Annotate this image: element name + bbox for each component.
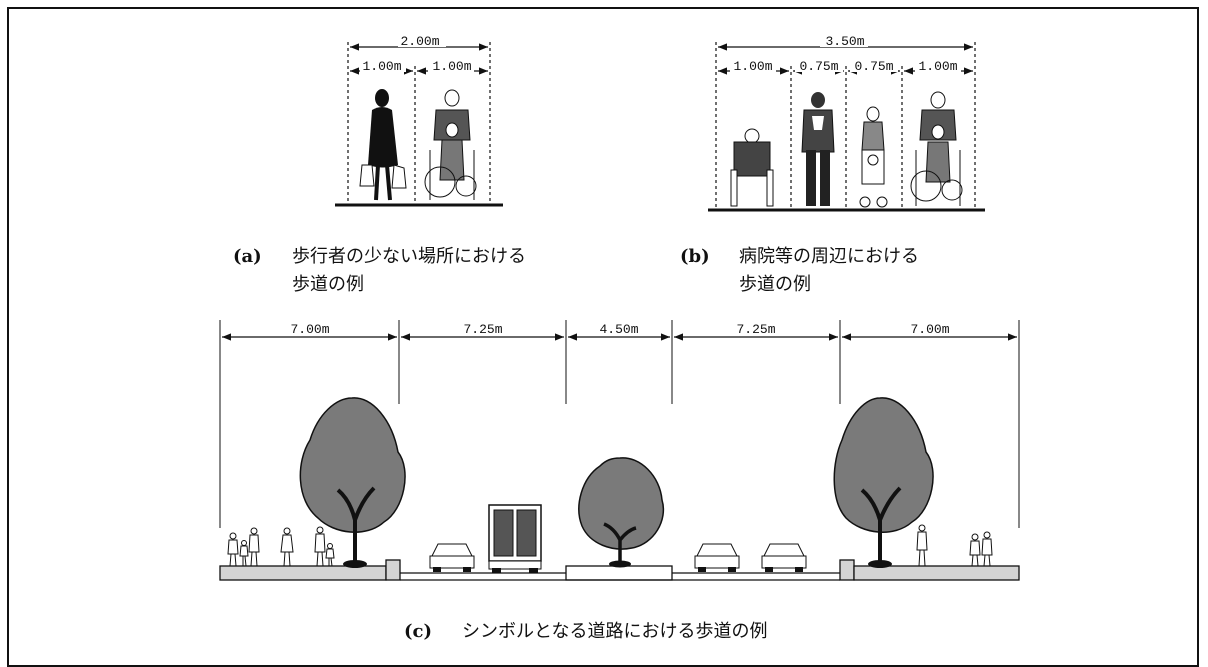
truck-icon: [488, 504, 542, 573]
wheelchair-with-attendant-figure-b: [910, 91, 963, 206]
left-sidewalk: [219, 565, 387, 581]
panel-a-caption-line2: 歩道の例: [292, 274, 364, 295]
panel-b-sub1-label: 1.00m: [733, 59, 772, 74]
panel-b-sub3-label: 0.75m: [854, 59, 893, 74]
panel-b-sub2-label: 0.75m: [799, 59, 838, 74]
panel-c-label: (c): [404, 621, 432, 642]
median-strip: [565, 565, 673, 581]
left-pedestrians-group: [227, 526, 335, 567]
right-sidewalk: [853, 565, 1020, 581]
right-car-icon-1: [694, 543, 740, 572]
right-car-icon-2: [761, 543, 807, 572]
pedestrian-with-bags-figure: [359, 89, 407, 201]
left-street-tree-icon: [299, 397, 406, 568]
panel-a-total-label: 2.00m: [400, 34, 439, 49]
panel-b-sub4-label: 1.00m: [918, 59, 957, 74]
panel-b-total-label: 3.50m: [825, 34, 864, 49]
panel-a-label: (a): [233, 246, 262, 267]
panel-c-caption: シンボルとなる道路における歩道の例: [462, 621, 767, 642]
panel-c-dim-label-4: 7.25m: [736, 322, 775, 337]
panel-c-dim-label-1: 7.00m: [290, 322, 329, 337]
stroller-with-parent-figure: [859, 106, 888, 208]
panel-b-caption-line1: 病院等の周辺における: [739, 246, 919, 267]
wheelchair-rear-view-figure: [730, 128, 774, 207]
right-street-tree-icon: [833, 397, 934, 568]
wheelchair-with-attendant-figure: [424, 89, 477, 200]
panel-c-dim-label-3: 4.50m: [599, 322, 638, 337]
right-curb-block: [839, 559, 855, 581]
panel-c-dim-label-2: 7.25m: [463, 322, 502, 337]
road-cross-section-diagram: 2.00m 1.00m 1.00m: [219, 33, 1020, 642]
panel-a-caption-line1: 歩行者の少ない場所における: [292, 246, 526, 267]
panel-a-sub1-label: 1.00m: [362, 59, 401, 74]
median-street-tree-icon: [578, 457, 665, 568]
right-pedestrians-group: [916, 524, 993, 567]
panel-c: 7.00m 7.25m 4.50m 7.25m 7.00m: [219, 320, 1020, 581]
panel-a: 2.00m 1.00m 1.00m: [335, 33, 503, 207]
left-curb-block: [385, 559, 401, 581]
panel-b-caption-line2: 歩道の例: [739, 274, 811, 295]
panel-b: 3.50m 1.00m 0.75m 0.75m 1.00m: [708, 33, 985, 212]
pedestrian-man-figure: [801, 92, 835, 206]
panel-b-label: (b): [680, 246, 710, 267]
panel-c-dim-label-5: 7.00m: [910, 322, 949, 337]
panel-a-sub2-label: 1.00m: [432, 59, 471, 74]
left-car-icon: [429, 543, 475, 572]
